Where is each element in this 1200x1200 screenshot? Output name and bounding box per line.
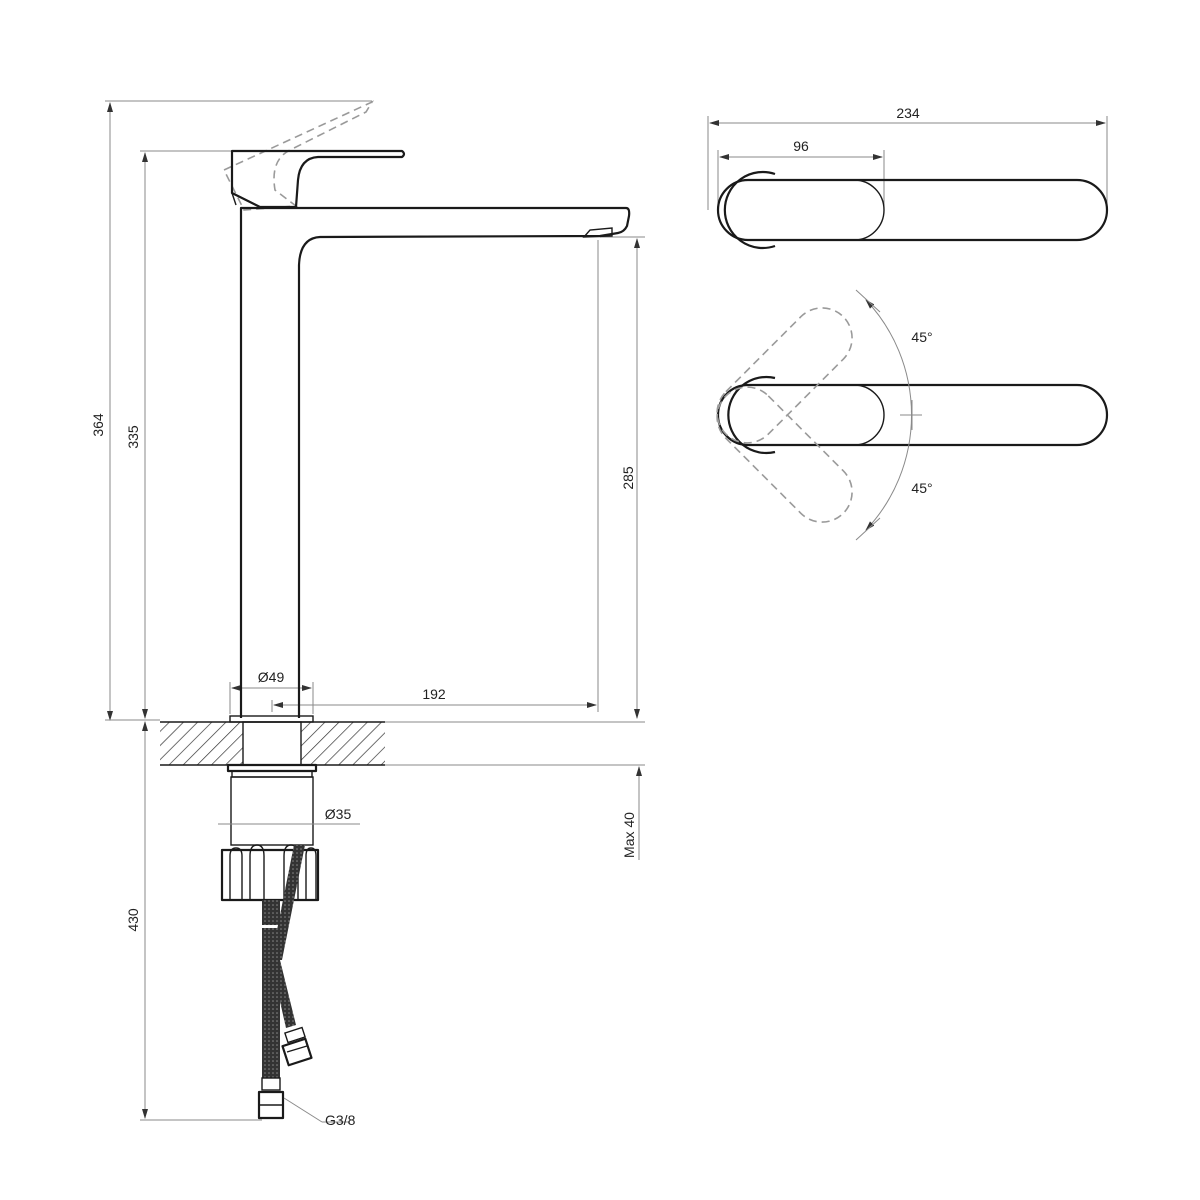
top-view: 234 96 [707,105,1109,250]
raised-handle-outline [222,100,375,211]
angle-label-down: 45° [911,480,932,496]
angle-label-up: 45° [911,329,932,345]
dimension-192: 192 [271,686,597,712]
spout-body [239,206,631,718]
top-view-rotation: 45° 45° [716,289,1109,541]
dimension-335: 335 [125,150,240,719]
dimension-diameter-49: Ø49 [229,669,314,714]
hose-fitting [257,1077,285,1120]
dimension-label-234: 234 [896,105,920,121]
dimension-label-364: 364 [90,413,106,437]
mounting-assembly: Ø35 [218,763,360,902]
dimension-364: 364 [90,100,372,721]
dimension-label-192: 192 [422,686,446,702]
dimension-max-40: Max 40 [385,721,645,860]
faucet-side-view [222,100,631,718]
dimension-285: 285 [597,236,645,719]
dimension-label-285: 285 [620,466,636,490]
handle [230,149,406,209]
dimension-label-diameter-35: Ø35 [325,806,352,822]
dimension-430: 430 [105,719,262,1121]
aerator [582,227,613,238]
countertop-section [160,715,385,766]
dimension-diameter-35: Ø35 [218,806,360,825]
dimension-label-max-40: Max 40 [621,812,637,858]
dimension-label-335: 335 [125,425,141,449]
hose-fitting [281,1026,313,1067]
dimension-label-96: 96 [793,138,809,154]
dimension-label-diameter-49: Ø49 [258,669,285,685]
thread-label-g38: G3/8 [325,1112,356,1128]
supply-hoses: G3/8 [257,845,356,1128]
dimension-label-430: 430 [125,908,141,932]
